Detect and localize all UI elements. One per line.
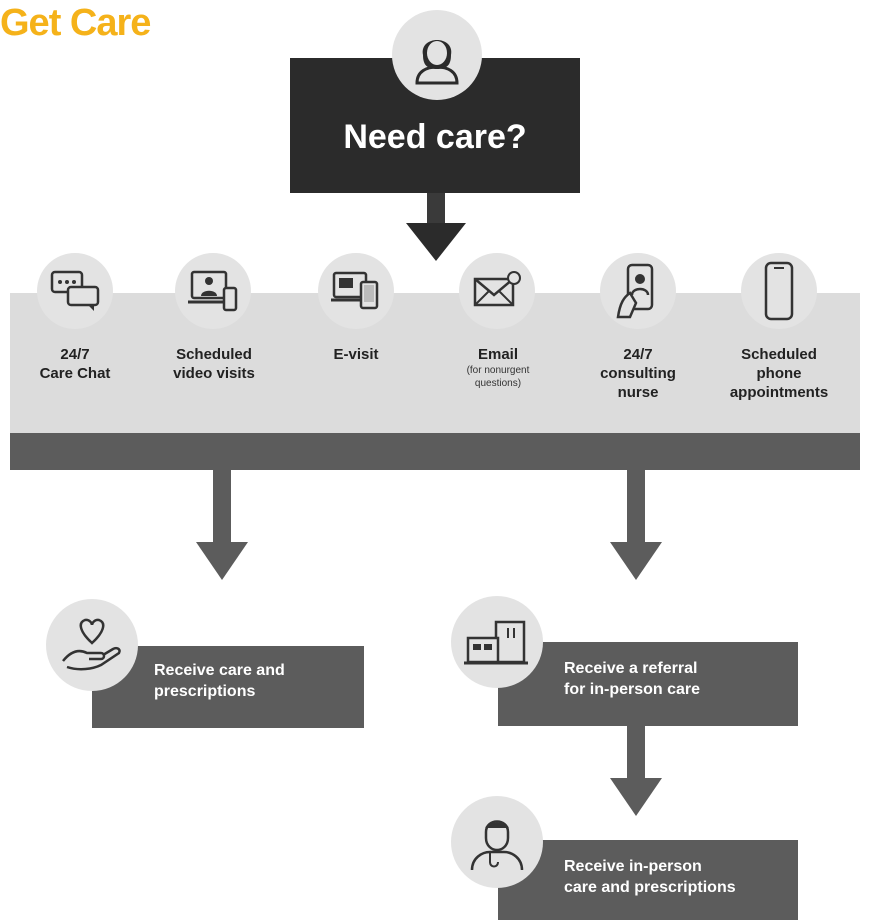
nurse-phone-icon	[600, 253, 676, 329]
option-email-note: (for nonurgent questions)	[466, 365, 530, 389]
devices-icon	[318, 253, 394, 329]
heart-hand-icon	[46, 599, 138, 691]
option-e-visit: E-visit	[333, 346, 379, 363]
arrow-down-right	[610, 470, 662, 582]
video-visit-icon	[175, 253, 251, 329]
option-consulting-nurse: 24/7 consulting nurse	[600, 346, 676, 401]
doctor-icon	[451, 796, 543, 888]
outcome-in-person-box: Receive in-person care and prescriptions	[498, 840, 798, 920]
chat-bubbles-icon	[37, 253, 113, 329]
options-panel	[10, 293, 860, 433]
options-bar	[10, 433, 860, 470]
outcome-referral-box: Receive a referral for in-person care	[498, 642, 798, 726]
hospital-building-icon	[451, 596, 543, 688]
page-title: Get Care	[0, 2, 151, 44]
outcome-care-box: Receive care and prescriptions	[92, 646, 364, 728]
arrow-down-main	[406, 193, 466, 263]
arrow-down-left	[196, 470, 248, 582]
option-email-label: Email	[477, 346, 519, 363]
arrow-down-referral	[610, 726, 662, 818]
option-care-chat: 24/7 Care Chat	[39, 346, 111, 382]
option-email: Email (for nonurgent questions)	[442, 345, 554, 390]
need-care-label: Need care?	[343, 118, 527, 156]
person-icon	[392, 10, 482, 100]
envelope-icon	[459, 253, 535, 329]
option-phone-appointments: Scheduled phone appointments	[729, 346, 829, 401]
mobile-phone-icon	[741, 253, 817, 329]
option-video-visits: Scheduled video visits	[173, 346, 255, 382]
